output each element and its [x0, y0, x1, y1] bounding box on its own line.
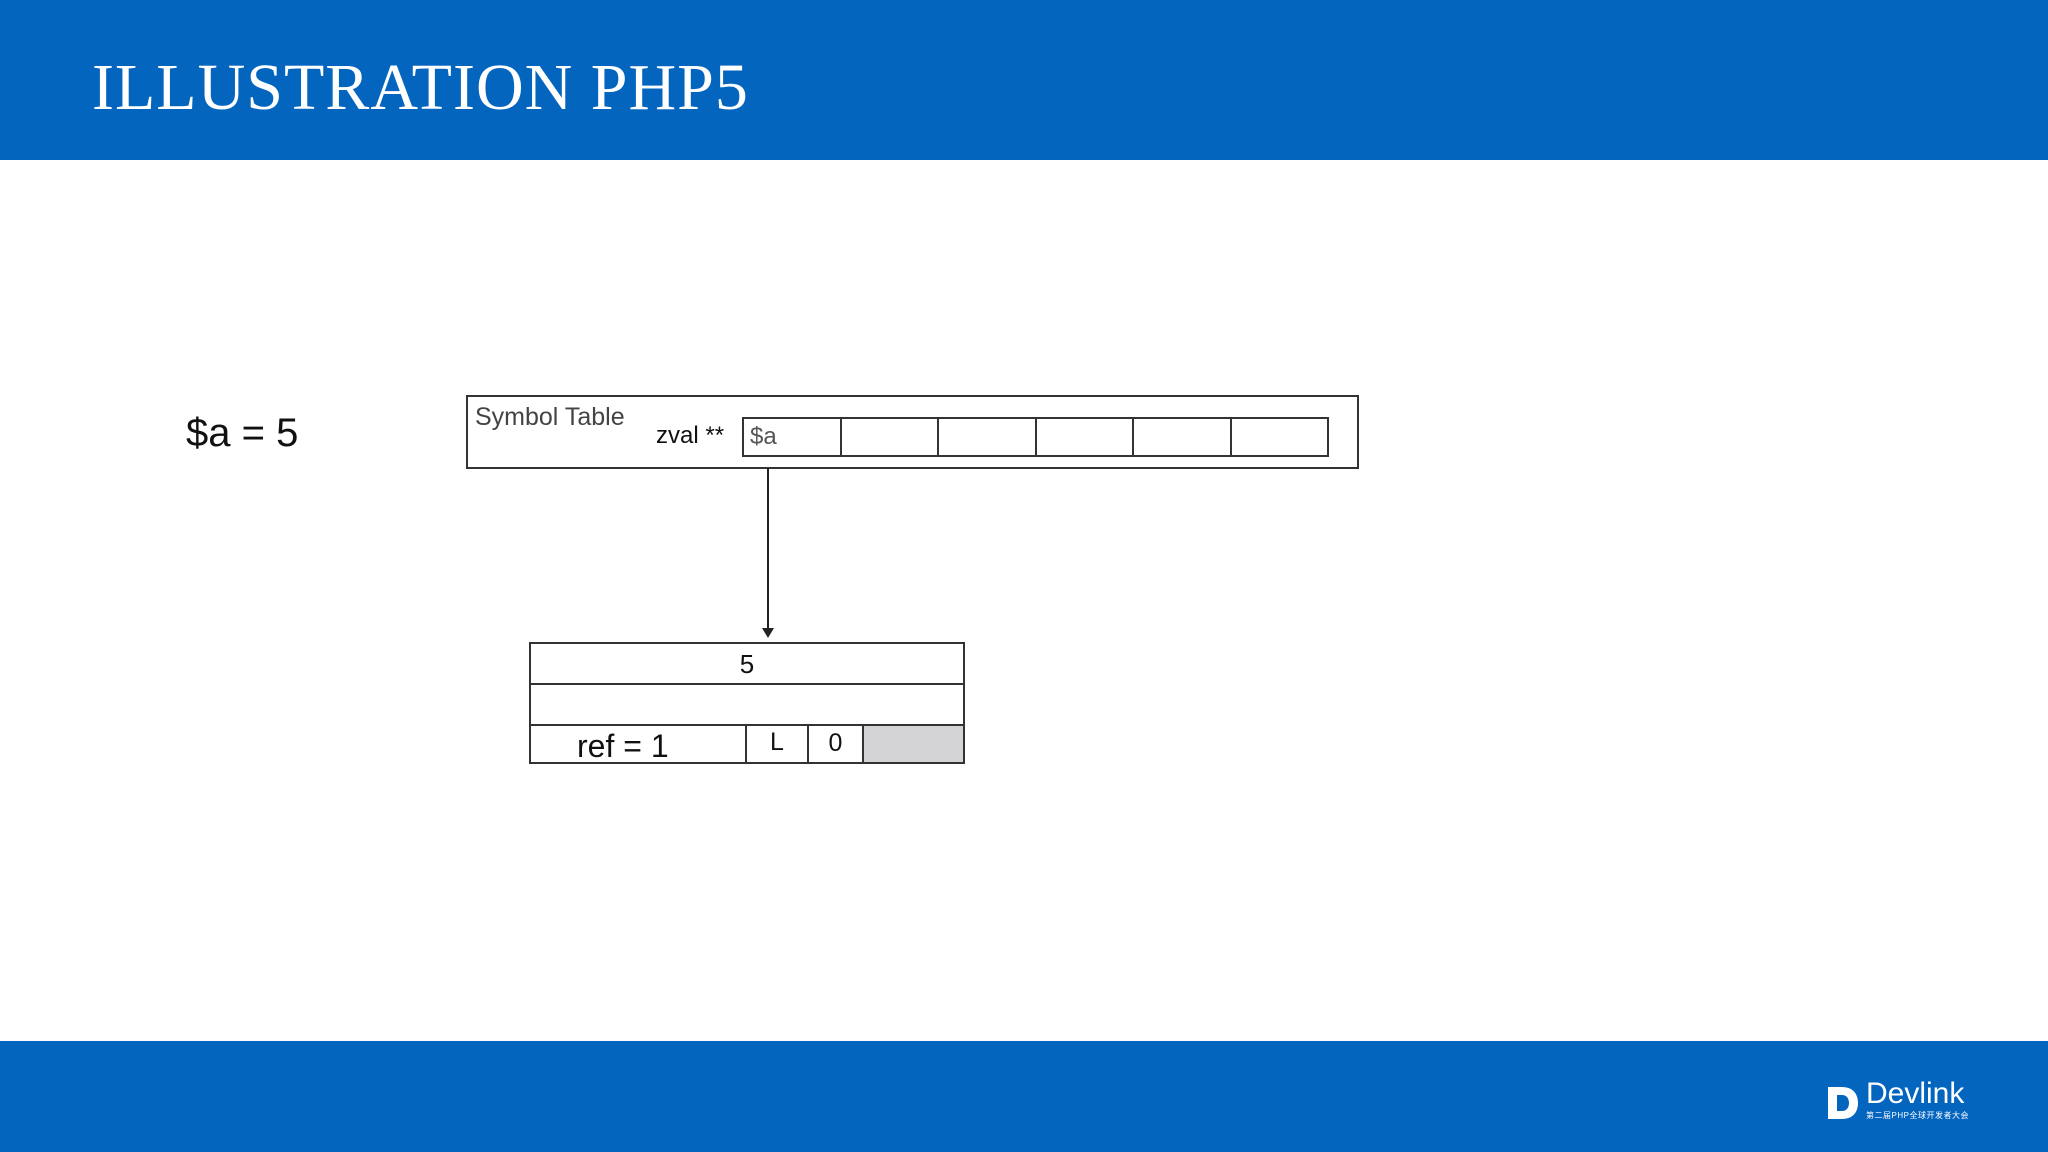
devlink-logo-icon [1828, 1087, 1858, 1119]
header-bar: ILLUSTRATION PHP5 [0, 0, 2048, 160]
symbol-table-slots: $a [742, 417, 1329, 457]
zval-struct: 5 ref = 1 L 0 [529, 642, 965, 764]
zval-type-row [531, 685, 963, 726]
slide-title: ILLUSTRATION PHP5 [92, 51, 749, 124]
symbol-table-box: Symbol Table zval ** $a [466, 395, 1359, 469]
symbol-slot [1134, 419, 1232, 455]
refcount-cell: ref = 1 [531, 726, 747, 764]
symbol-table-title: Symbol Table [475, 403, 625, 431]
zval-meta-row: ref = 1 L 0 [531, 726, 963, 764]
devlink-logo: Devlink 第二届PHP全球开发者大会 [1826, 1077, 1986, 1125]
symbol-slot: $a [744, 419, 842, 455]
code-statement: $a = 5 [186, 411, 299, 455]
zval-pointer-label: zval ** [656, 422, 725, 449]
symbol-slot [842, 419, 939, 455]
symbol-slot [1037, 419, 1134, 455]
logo-text: Devlink [1866, 1077, 1965, 1110]
logo-subtitle: 第二届PHP全球开发者大会 [1866, 1111, 1969, 1120]
zval-value-row: 5 [531, 644, 963, 685]
footer-bar: Devlink 第二届PHP全球开发者大会 [0, 1041, 2048, 1152]
symbol-slot [1232, 419, 1329, 455]
arrow-head [762, 628, 774, 638]
filled-cell [864, 726, 963, 762]
flag-value-cell: 0 [809, 726, 864, 762]
is-ref-flag-cell: L [747, 726, 809, 762]
symbol-slot [939, 419, 1037, 455]
